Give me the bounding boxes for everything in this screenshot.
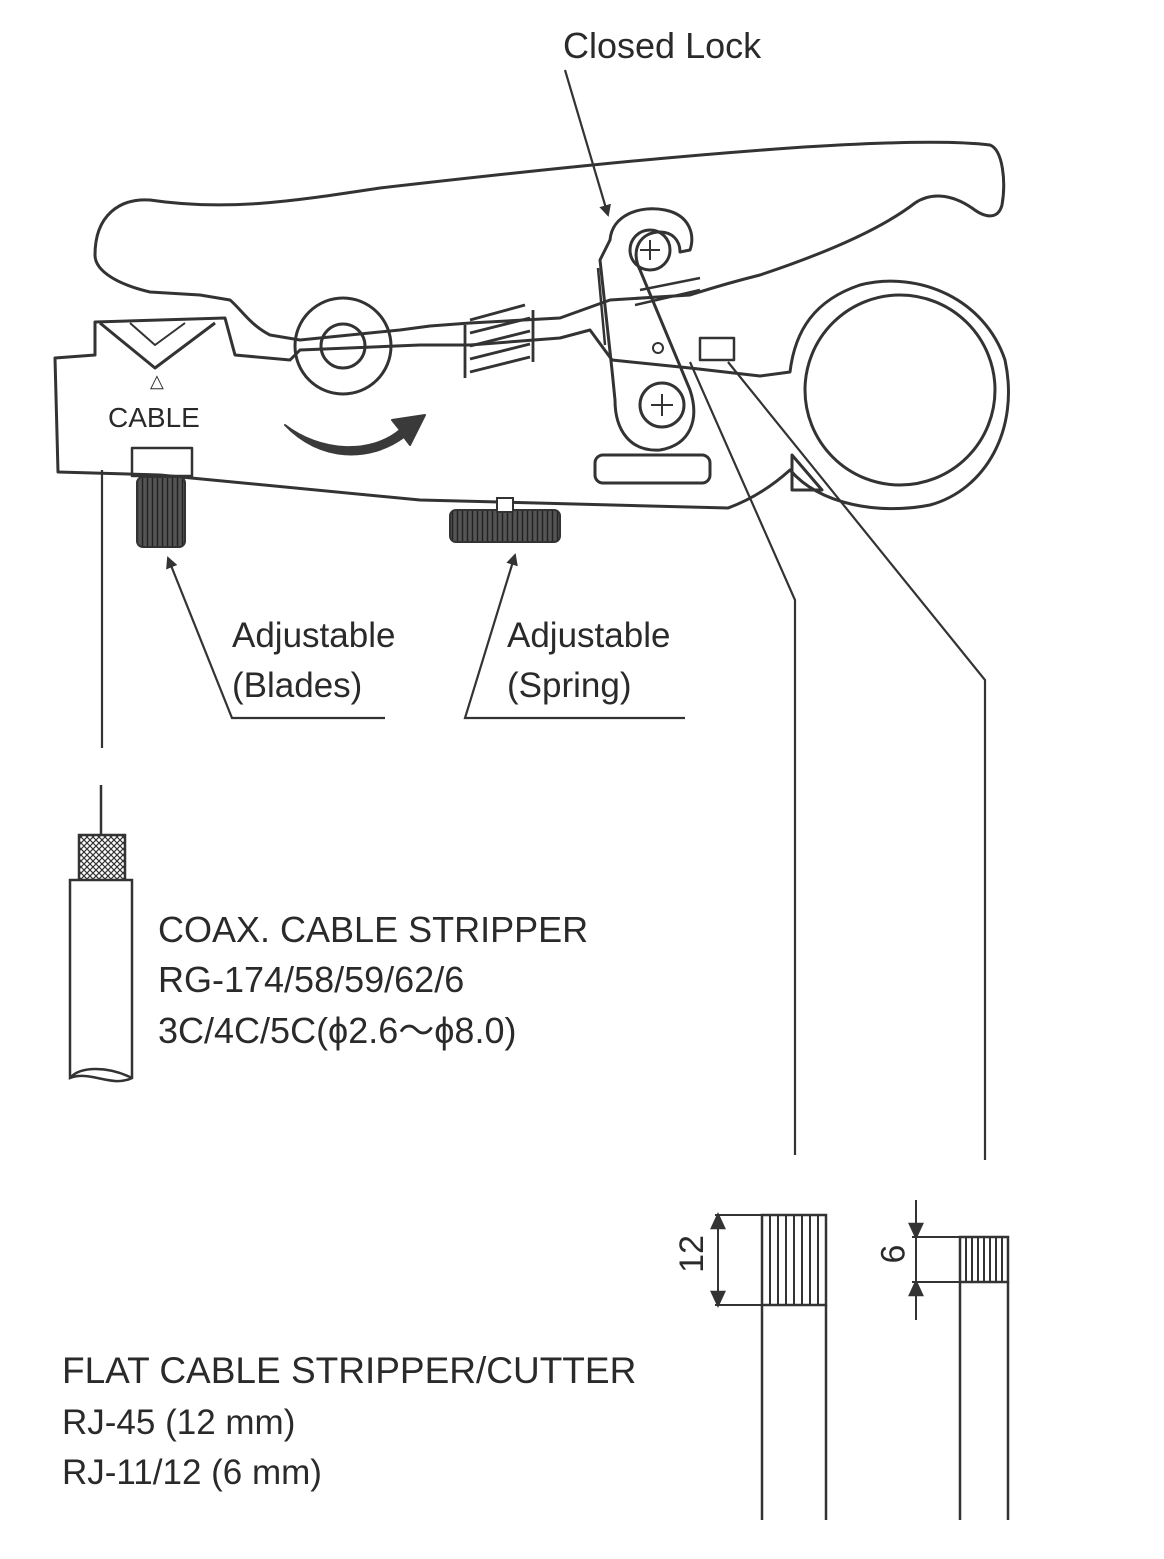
rj45-jacket (760, 1305, 828, 1520)
flat-cable-title: FLAT CABLE STRIPPER/CUTTER (62, 1350, 637, 1391)
cable-label: CABLE (108, 402, 200, 433)
coax-sizes: 3C/4C/5C(ϕ2.6〜ϕ8.0) (158, 1010, 517, 1051)
cable-v-notch (99, 321, 216, 370)
blades-label: (Blades) (232, 666, 363, 705)
coax-models: RG-174/58/59/62/6 (158, 959, 465, 1000)
rj45-leader (688, 361, 797, 1155)
coax-braid (77, 833, 127, 887)
stripper-tool (53, 140, 1010, 511)
rj45-flat-cable (710, 1212, 828, 1520)
upper-handle (93, 140, 1006, 342)
adjustable-spring-label: Adjustable (507, 616, 671, 655)
blades-leader (166, 556, 385, 720)
rj11-strip-dimension: 6 (874, 1244, 913, 1264)
triangle-cutout (790, 453, 824, 492)
coax-jacket (68, 878, 134, 1083)
lock-latch (598, 207, 696, 452)
blade-window (130, 446, 194, 478)
flat-cable-slot-small (698, 336, 736, 362)
rj11-spec: RJ-11/12 (6 mm) (62, 1453, 322, 1492)
spring-leader (463, 553, 685, 720)
rj11-dimension-line (912, 1200, 960, 1320)
blade-adjust-screw (136, 476, 186, 548)
pivot-hole (319, 322, 367, 370)
rj45-dimension-line (715, 1214, 762, 1306)
finger-loop (803, 293, 997, 487)
lock-screw-bottom (638, 381, 686, 429)
coax-cable-illustration (68, 785, 134, 1083)
tool-slot (593, 453, 712, 485)
adjustable-blades-label: Adjustable (232, 616, 396, 655)
rj45-spec: RJ-45 (12 mm) (62, 1403, 296, 1442)
compression-spring (463, 303, 535, 378)
pivot-boss (293, 296, 393, 396)
closed-lock-label: Closed Lock (563, 25, 762, 66)
lower-body (53, 279, 1010, 511)
rj11-leader (727, 361, 987, 1160)
cable-triangle-mark: △ (150, 371, 164, 391)
lock-screw-top (628, 228, 672, 272)
rj11-jacket (958, 1282, 1010, 1520)
rj45-strip-dimension: 12 (672, 1235, 711, 1273)
leader-lines (100, 69, 987, 1160)
rotation-arrow-icon (284, 414, 426, 456)
spring-adjust-screw (449, 509, 561, 543)
rj11-flat-cable (908, 1200, 1010, 1520)
closed-lock-leader (563, 69, 611, 217)
spring-label: (Spring) (507, 666, 632, 705)
coax-title: COAX. CABLE STRIPPER (158, 909, 589, 950)
